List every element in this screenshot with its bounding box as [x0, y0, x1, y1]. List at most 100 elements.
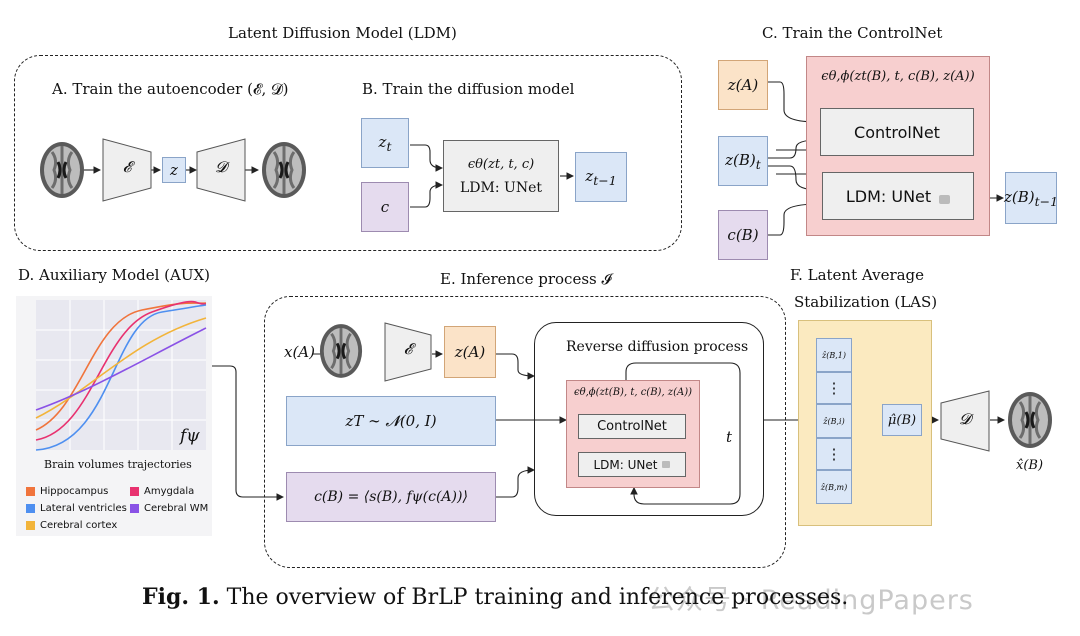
legend-label: Hippocampus — [40, 486, 109, 497]
decoder-label-f: 𝓓 — [959, 410, 971, 428]
figure-caption: Fig. 1. The overview of BrLP training an… — [142, 584, 848, 610]
watermark: 公众号 · ReadingPapers — [648, 585, 974, 616]
las-title-1: F. Latent Average — [790, 266, 925, 284]
lock-icon — [939, 194, 951, 204]
controlnet-label-e: ControlNet — [597, 419, 667, 434]
legend-label: Cerebral WM — [144, 503, 209, 514]
cB-box-e: c(B) = ⟨s(B), fψ(c(A))⟩ — [286, 472, 496, 522]
t-label: t — [726, 428, 733, 446]
controlnet-box-e: ControlNet — [578, 414, 686, 439]
encoder-trapezoid-a — [102, 138, 152, 202]
controlnet-box-c: ControlNet — [820, 108, 974, 156]
xhat-label: x̂(B) — [1016, 458, 1044, 473]
legend-swatch — [26, 504, 35, 513]
zt-1B-sub: t−1 — [1034, 193, 1059, 209]
zt-sub: t — [386, 138, 392, 154]
zA-label-c: z(A) — [727, 76, 759, 94]
legend-amygdala: Amygdala — [130, 486, 194, 497]
unet-label-e: LDM: UNet — [593, 457, 658, 472]
zt-1-box: zt−1 — [575, 152, 627, 202]
inference-container — [264, 296, 786, 568]
cB-box-c: c(B) — [718, 210, 768, 260]
encoder-trapezoid-e — [384, 322, 432, 382]
zt-label: z — [378, 132, 387, 151]
zhat-i-box: ẑ(B,i) — [816, 404, 852, 438]
decoder-trapezoid-a — [196, 138, 246, 202]
zhat-1-box: ẑ(B,1) — [816, 338, 852, 372]
zhat-m-box: ẑ(B,m) — [816, 470, 852, 504]
zt-1B-label: z(B) — [1003, 187, 1035, 206]
lock-icon — [662, 461, 671, 468]
unet-box-e: LDM: UNet — [578, 452, 686, 477]
caption-text: The overview of BrLP training and infere… — [219, 585, 849, 610]
dots-label-2: ⋮ — [826, 445, 842, 463]
zA-label-e: z(A) — [454, 343, 486, 361]
zt-1-sub: t−1 — [593, 172, 617, 188]
zA-box-e: z(A) — [444, 326, 496, 378]
zT-box: zT ∼ 𝓝(0, I) — [286, 396, 496, 446]
latent-z-label: z — [170, 161, 178, 179]
legend-label: Amygdala — [144, 486, 195, 497]
panel-a-title: A. Train the autoencoder (𝓔, 𝓓) — [52, 80, 289, 98]
reverse-diffusion-title: Reverse diffusion process — [566, 339, 749, 355]
controlnet-section-title: C. Train the ControlNet — [762, 24, 943, 42]
xA-label: x(A) — [284, 343, 315, 361]
eps-label-b: ϵθ(zt, t, c) — [467, 156, 535, 172]
zt-box: zt — [361, 118, 409, 168]
legend-cerebral-cortex: Cerebral cortex — [26, 520, 117, 531]
controlnet-label-c: ControlNet — [854, 122, 940, 142]
c-label: c — [380, 198, 390, 216]
legend-swatch — [26, 487, 35, 496]
latent-z-box: z — [162, 157, 186, 183]
zhat-1-label: ẑ(B,1) — [822, 350, 846, 360]
unet-label-c: LDM: UNet — [845, 186, 932, 206]
legend-label: Lateral ventricles — [40, 503, 127, 514]
ldm-unet-box-b: ϵθ(zt, t, c) LDM: UNet — [443, 140, 559, 212]
dots-box-1: ⋮ — [816, 372, 852, 404]
inference-title: E. Inference process 𝓘 — [440, 270, 612, 288]
eps-label-e: ϵθ,ϕ(zt(B), t, c(B), z(A)) — [574, 387, 692, 398]
eps-label-c: ϵθ,ϕ(zt(B), t, c(B), z(A)) — [821, 69, 975, 84]
decoder-label-a: 𝓓 — [215, 158, 227, 176]
mu-label: μ̂(B) — [887, 412, 917, 428]
dots-box-2: ⋮ — [816, 438, 852, 470]
zt-1B-box: z(B)t−1 — [1003, 172, 1059, 224]
aux-xlabel: Brain volumes trajectories — [44, 458, 192, 471]
caption-label: Fig. 1. — [142, 584, 220, 610]
brain-output-icon — [262, 142, 306, 198]
dots-label-1: ⋮ — [826, 379, 842, 397]
zhat-i-label: ẑ(B,i) — [823, 416, 845, 426]
ztB-label-c: z(B) — [725, 150, 756, 169]
aux-title: D. Auxiliary Model (AUX) — [18, 266, 211, 284]
panel-b-title: B. Train the diffusion model — [362, 80, 575, 98]
cB-label-c: c(B) — [727, 226, 759, 244]
brain-output-f-icon — [1008, 392, 1052, 448]
unet-label-b: LDM: UNet — [460, 179, 542, 196]
ldm-title: Latent Diffusion Model (LDM) — [228, 24, 457, 42]
mu-box: μ̂(B) — [882, 404, 922, 436]
ldm-container — [14, 55, 682, 251]
zt-1-label: z — [585, 166, 594, 185]
las-title-2: Stabilization (LAS) — [794, 293, 938, 311]
zA-box-c: z(A) — [718, 60, 768, 110]
unet-box-c: LDM: UNet — [822, 172, 974, 220]
ztB-box-c: z(B)t — [718, 136, 768, 186]
brain-xA-icon — [319, 324, 363, 378]
encoder-label-e: 𝓔 — [403, 340, 413, 358]
decoder-trapezoid-f — [940, 390, 990, 452]
trajectory-chart — [35, 300, 207, 451]
legend-hippocampus: Hippocampus — [26, 486, 108, 497]
legend-swatch — [26, 521, 35, 530]
zT-label: zT ∼ 𝓝(0, I) — [345, 412, 437, 430]
brain-input-icon — [40, 142, 84, 198]
legend-lateral-ventricles: Lateral ventricles — [26, 503, 127, 514]
c-box: c — [361, 182, 409, 232]
legend-swatch — [130, 504, 139, 513]
fpsi-label: fψ — [180, 426, 200, 446]
legend-label: Cerebral cortex — [40, 520, 118, 531]
legend-swatch — [130, 487, 139, 496]
encoder-label-a: 𝓔 — [122, 158, 132, 176]
legend-cerebral-wm: Cerebral WM — [130, 503, 208, 514]
cB-label-e: c(B) = ⟨s(B), fψ(c(A))⟩ — [314, 489, 468, 505]
reverse-diffusion-container — [534, 322, 764, 516]
